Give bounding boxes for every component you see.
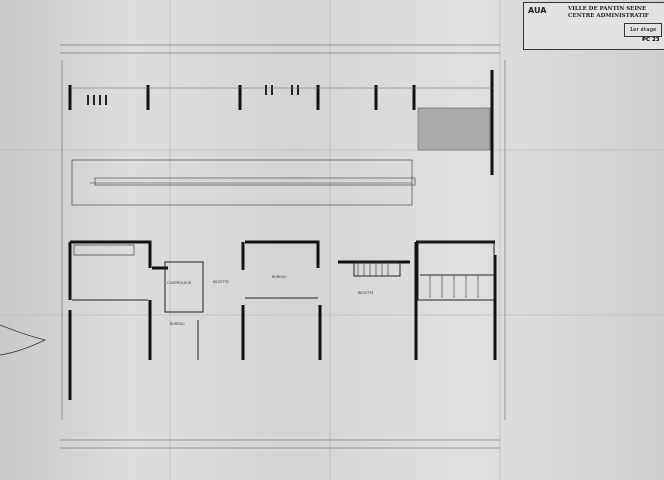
paving-area <box>417 107 491 151</box>
room-label: BUREAU <box>170 322 185 326</box>
project-title: CENTRE ADMINISTRATIF <box>568 13 649 19</box>
room-label: BUREAU <box>272 275 287 279</box>
floor-label: 1er étage <box>624 23 662 37</box>
room-label: RECETTE <box>213 280 229 284</box>
office-logo: AUA <box>528 6 547 15</box>
project-town: VILLE DE PANTIN SEINE <box>568 6 647 12</box>
title-block: AUA VILLE DE PANTIN SEINE CENTRE ADMINIS… <box>523 2 664 50</box>
room-label: CONTROLEUR <box>167 281 192 285</box>
sheet-number: PC 23 <box>642 37 660 43</box>
stair-block <box>73 244 135 256</box>
room-label: RECETTE <box>358 291 374 295</box>
